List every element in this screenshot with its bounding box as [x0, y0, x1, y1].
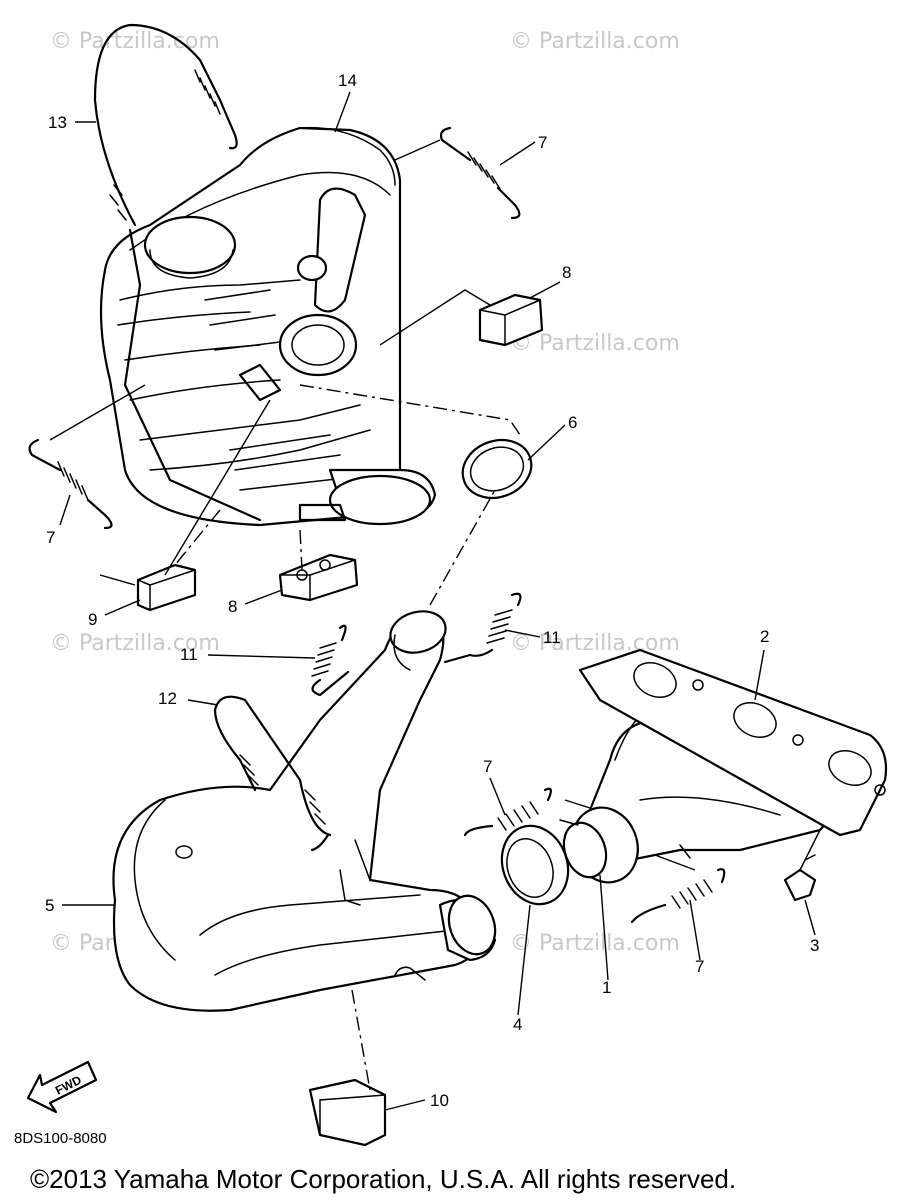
fwd-arrow-icon: FWD: [26, 1060, 98, 1114]
exhaust-chamber-part-5: [112, 610, 497, 1012]
callout-8: 8: [228, 597, 237, 616]
callout-8: 8: [562, 263, 571, 282]
spring-part-7-top: [439, 126, 521, 220]
watermark: © Partzilla.com: [50, 29, 220, 54]
gasket-part-4: [500, 824, 570, 906]
diagram-code: 8DS100-8080: [14, 1130, 107, 1147]
callout-numbers: 13 14 7 8 6 7 9 8 11 11 2 12 7 5 3 7 1 4…: [45, 71, 819, 1110]
callout-3: 3: [810, 936, 819, 955]
spring-part-7-manifold-top: [463, 787, 552, 837]
watermark: © Partzilla.com: [50, 631, 220, 656]
callout-9: 9: [88, 610, 97, 629]
spring-part-7-left: [28, 438, 113, 530]
callout-10: 10: [430, 1091, 449, 1110]
spring-part-11-right: [443, 592, 522, 664]
watermark: © Partzilla.com: [510, 631, 680, 656]
rubber-part-8-upper: [478, 293, 544, 347]
callout-4: 4: [513, 1015, 522, 1034]
callout-14: 14: [338, 71, 357, 90]
callout-6: 6: [568, 413, 577, 432]
copyright-notice: ©2013 Yamaha Motor Corporation, U.S.A. A…: [30, 1164, 736, 1194]
protector-part-10: [308, 1078, 387, 1147]
callout-12: 12: [158, 689, 177, 708]
callout-11: 11: [543, 628, 561, 647]
spring-part-7-manifold-bottom: [630, 868, 726, 924]
relation-lines: [49, 139, 821, 1091]
callout-7: 7: [538, 133, 547, 152]
callout-11: 11: [180, 645, 198, 664]
callout-1: 1: [602, 978, 611, 997]
callout-7: 7: [483, 757, 492, 776]
rubber-part-8-lower: [278, 553, 359, 602]
callout-7: 7: [46, 528, 55, 547]
callout-7: 7: [695, 957, 704, 976]
spring-part-11-left: [311, 624, 350, 697]
callout-leaders: [59, 91, 816, 1111]
callout-2: 2: [760, 627, 769, 646]
callout-13: 13: [48, 113, 67, 132]
strap-part-13: [93, 23, 262, 522]
callout-5: 5: [45, 896, 54, 915]
bolt-part-3: [783, 854, 817, 902]
watermark: © Partzilla.com: [510, 29, 680, 54]
muffler-part-14: [99, 126, 437, 527]
gasket-part-6: [461, 438, 533, 500]
rubber-part-9: [136, 563, 197, 612]
watermark: © Partzilla.com: [510, 331, 680, 356]
gasket-part-2: [578, 648, 888, 837]
watermark: © Partzilla.com: [510, 931, 680, 956]
strap-part-12: [213, 695, 332, 852]
